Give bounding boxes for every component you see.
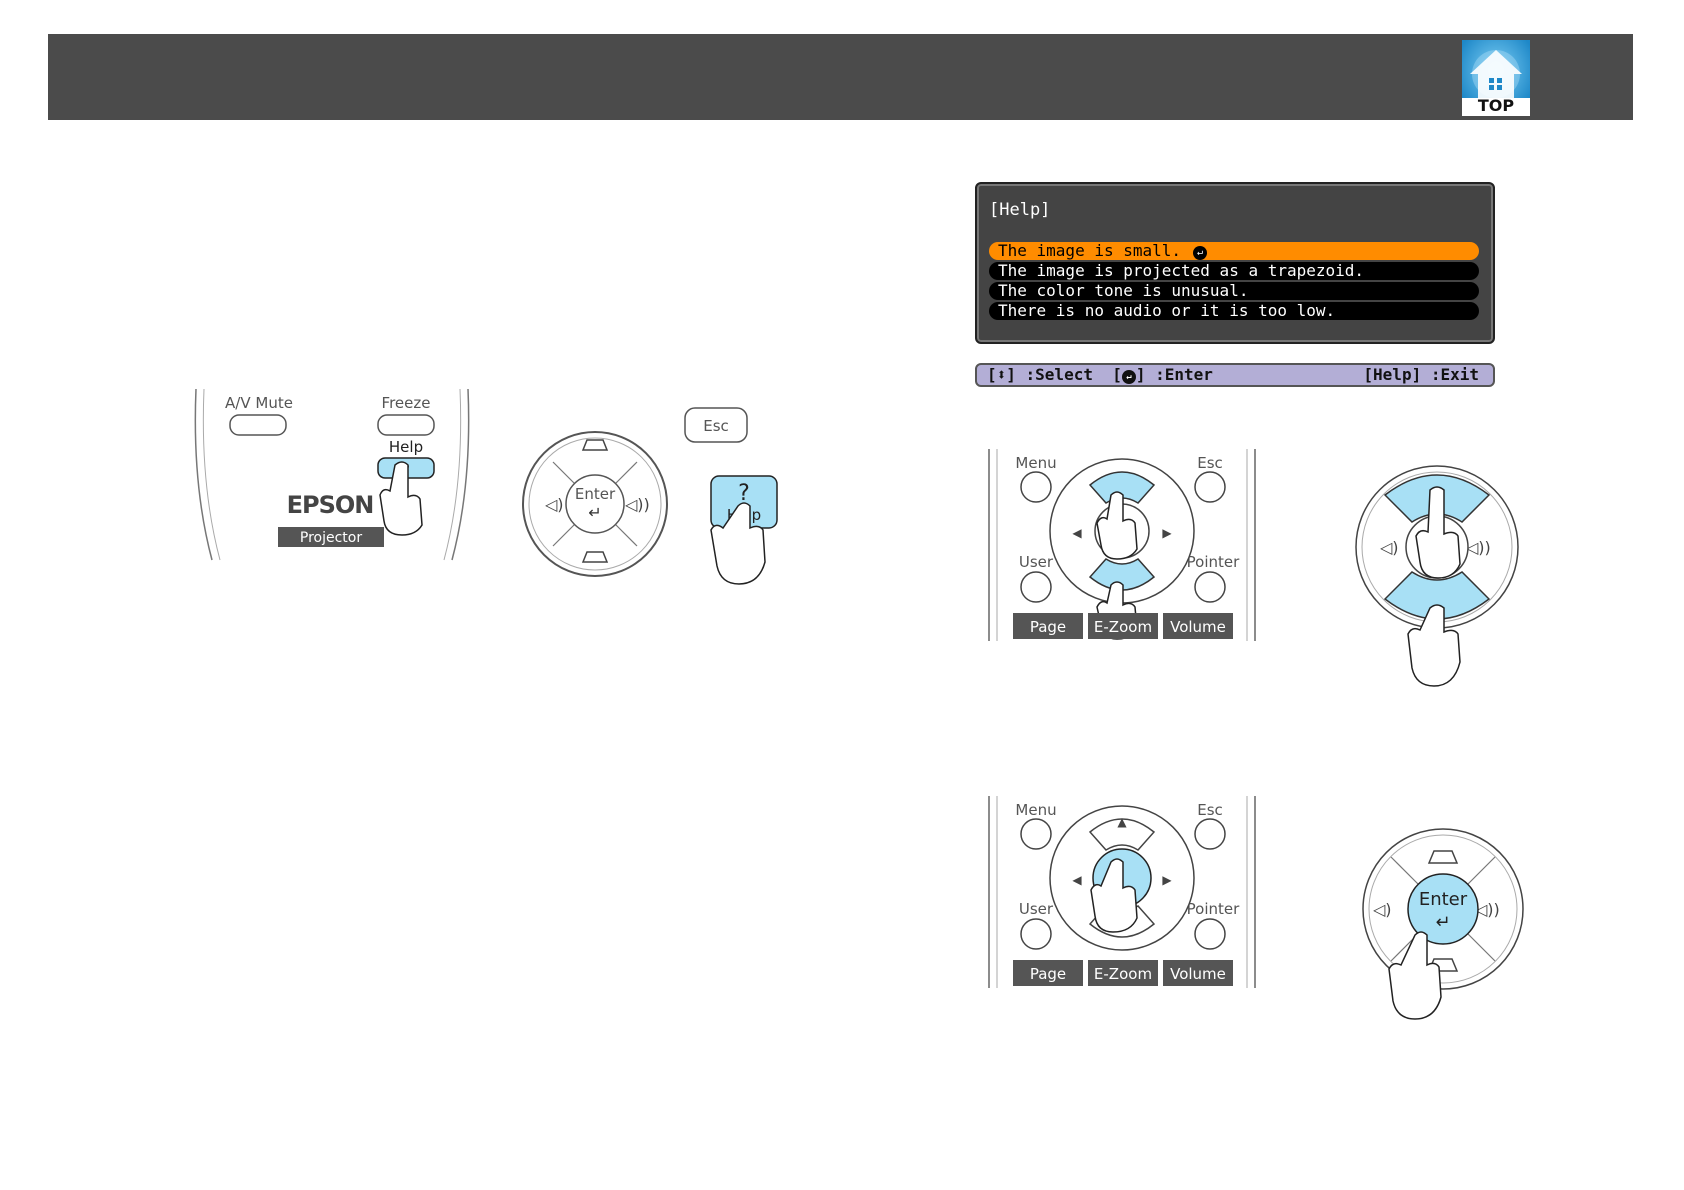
top-label: TOP: [1477, 96, 1515, 115]
menu-label: Menu: [1015, 801, 1056, 819]
av-mute-button[interactable]: [229, 414, 287, 436]
brand-logo: EPSON: [287, 491, 374, 519]
help-menu-panel: [Help] The image is small. ↵ The image is…: [975, 182, 1495, 344]
page-button[interactable]: [1013, 960, 1083, 986]
av-mute-label: A/V Mute: [225, 394, 293, 412]
page-label: Page: [1030, 965, 1066, 983]
help-item-label: The image is projected as a trapezoid.: [998, 261, 1365, 280]
guide-exit: [Help] :Exit: [1363, 365, 1479, 384]
ezoom-label: E-Zoom: [1094, 965, 1152, 983]
page-label: Page: [1030, 618, 1066, 636]
menu-label: Menu: [1015, 454, 1056, 472]
hand-pointer-icon: [1407, 604, 1461, 687]
ezoom-button[interactable]: [1088, 960, 1158, 986]
guide-enter-suffix: ] :Enter: [1135, 365, 1213, 384]
pointer-label: Pointer: [1187, 553, 1240, 571]
top-button[interactable]: TOP: [1462, 40, 1530, 116]
guide-enter-prefix: [: [1112, 365, 1122, 384]
remote-enter-illustration: Menu Esc User Pointer ▲ ◀ ▶ ↵ Page E-Zoo…: [988, 796, 1256, 988]
projector-label: Projector: [300, 530, 362, 546]
up-button[interactable]: [1088, 818, 1156, 851]
left-arrow-icon[interactable]: ◀: [1072, 873, 1082, 887]
hand-pointer-icon: [379, 461, 423, 536]
esc-button[interactable]: [684, 407, 748, 443]
hand-pointer-icon: [1388, 931, 1442, 1020]
hand-pointer-icon: [710, 502, 766, 585]
volume-label: Volume: [1170, 618, 1226, 636]
user-label: User: [1019, 553, 1054, 571]
right-arrow-icon[interactable]: ▶: [1162, 873, 1172, 887]
panel-enter-illustration: ◁) ◁)) Enter ↵: [1362, 828, 1524, 1020]
panel-updown-illustration: ◁) ◁)): [1355, 465, 1519, 687]
enter-icon: ↵: [1435, 912, 1450, 933]
user-label: User: [1019, 900, 1054, 918]
help-item-label: The color tone is unusual.: [998, 281, 1249, 300]
user-button[interactable]: [1020, 571, 1052, 603]
hand-pointer-icon: [1415, 486, 1461, 579]
keystone-down-icon[interactable]: [581, 551, 609, 563]
remote-updown-illustration: Menu Esc User Pointer ◀ ▶ Page E-Zoom Vo…: [988, 449, 1256, 641]
enter-label: Enter: [1419, 889, 1468, 910]
pointer-button[interactable]: [1194, 918, 1226, 950]
menu-button[interactable]: [1020, 818, 1052, 850]
volume-button[interactable]: [1163, 960, 1233, 986]
house-icon: [1462, 40, 1530, 116]
enter-icon: ↵: [1193, 246, 1208, 260]
volume-up-icon[interactable]: ◁)): [624, 495, 650, 514]
help-item-trapezoid[interactable]: The image is projected as a trapezoid.: [989, 262, 1479, 280]
pointer-button[interactable]: [1194, 571, 1226, 603]
up-arrow-icon: ▲: [1117, 815, 1127, 829]
help-item-label: The image is small.: [998, 241, 1182, 260]
volume-up-icon[interactable]: ◁)): [1465, 538, 1491, 557]
remote-help-illustration: A/V Mute Freeze Help ? EPSON Projector: [194, 388, 470, 561]
enter-button[interactable]: [1407, 873, 1479, 945]
guide-select: [⬍] :Select: [987, 365, 1093, 384]
volume-label: Volume: [1170, 965, 1226, 983]
hand-pointer-icon: [1090, 858, 1138, 933]
freeze-label: Freeze: [382, 394, 431, 412]
user-button[interactable]: [1020, 918, 1052, 950]
right-arrow-icon[interactable]: ▶: [1162, 526, 1172, 540]
help-item-image-small[interactable]: The image is small. ↵: [989, 242, 1479, 260]
enter-icon: ↵: [1121, 370, 1136, 384]
pointer-label: Pointer: [1187, 900, 1240, 918]
hand-pointer-icon: [1096, 491, 1138, 560]
esc-button[interactable]: [1194, 471, 1226, 503]
volume-button[interactable]: [1163, 613, 1233, 639]
guide-bar: [⬍] :Select [↵] :Enter [Help] :Exit: [975, 363, 1495, 387]
esc-label: Esc: [1197, 454, 1223, 472]
help-item-list: The image is small. ↵ The image is projec…: [989, 242, 1479, 322]
volume-down-icon[interactable]: ◁): [1379, 538, 1399, 557]
esc-button[interactable]: [1194, 818, 1226, 850]
enter-icon: ↵: [588, 503, 601, 522]
ezoom-label: E-Zoom: [1094, 618, 1152, 636]
help-button-glyph: ?: [738, 481, 750, 506]
menu-button[interactable]: [1020, 471, 1052, 503]
header-bar: [48, 34, 1633, 120]
help-title: [Help]: [989, 200, 1051, 220]
help-item-color-tone[interactable]: The color tone is unusual.: [989, 282, 1479, 300]
freeze-button[interactable]: [377, 414, 435, 436]
volume-down-icon[interactable]: ◁): [544, 495, 564, 514]
enter-label: Enter: [575, 485, 616, 503]
esc-label: Esc: [1197, 801, 1223, 819]
keystone-up-icon[interactable]: [1427, 850, 1459, 864]
page-button[interactable]: [1013, 613, 1083, 639]
help-item-label: There is no audio or it is too low.: [998, 301, 1336, 320]
help-label: Help: [389, 438, 423, 456]
ezoom-button[interactable]: [1088, 613, 1158, 639]
enter-button[interactable]: [565, 474, 625, 534]
keystone-down-button[interactable]: [1383, 571, 1491, 620]
volume-down-icon[interactable]: ◁): [1372, 900, 1392, 919]
keystone-up-icon[interactable]: [581, 439, 609, 451]
esc-label: Esc: [703, 417, 729, 435]
help-item-no-audio[interactable]: There is no audio or it is too low.: [989, 302, 1479, 320]
left-arrow-icon[interactable]: ◀: [1072, 526, 1082, 540]
guide-select-enter: [⬍] :Select [↵] :Enter: [987, 365, 1213, 385]
projector-badge: [278, 527, 384, 547]
volume-up-icon[interactable]: ◁)): [1474, 900, 1500, 919]
projector-panel-help-illustration: Enter ↵ ◁) ◁)) Esc ? Help: [522, 407, 778, 585]
